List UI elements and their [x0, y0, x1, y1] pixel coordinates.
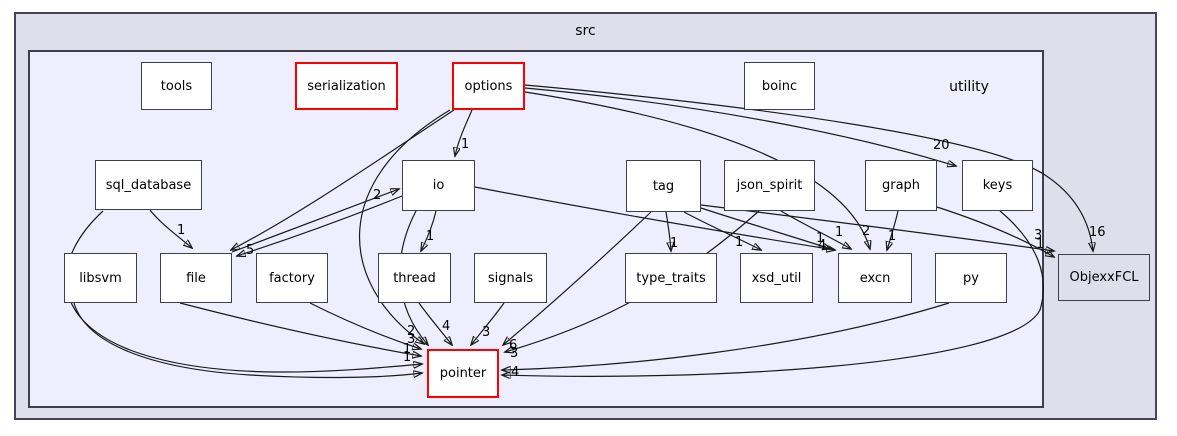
edge-count-io-thread: 1 [426, 229, 435, 244]
node-keys-label: keys [982, 178, 1013, 193]
node-thread-label: thread [393, 270, 436, 286]
edge-count-tag-xsd-util: 1 [735, 235, 744, 250]
node-tag[interactable]: tag [626, 160, 701, 212]
node-thread[interactable]: thread [378, 253, 451, 303]
node-tag-label: tag [652, 178, 675, 194]
edge-count-libsvm-pointer: 1 [403, 350, 412, 365]
node-sql-database[interactable]: sql_database [95, 160, 202, 210]
node-boinc[interactable]: boinc [744, 62, 815, 110]
node-signals[interactable]: signals [474, 253, 547, 303]
edge-count-sql-database-file: 1 [177, 223, 186, 238]
node-objexxfcl[interactable]: ObjexxFCL [1058, 254, 1150, 301]
node-libsvm[interactable]: libsvm [64, 253, 137, 303]
node-excn[interactable]: excn [838, 253, 912, 303]
node-tools-label: tools [160, 78, 193, 94]
edge-count-options-excn: 2 [862, 224, 871, 239]
node-file[interactable]: file [160, 253, 232, 303]
edge-count-file-io: 2 [373, 188, 382, 203]
node-pointer-label: pointer [439, 366, 487, 381]
node-py[interactable]: py [935, 253, 1007, 303]
cluster-src-label: src [575, 23, 596, 39]
node-pointer[interactable]: pointer [427, 349, 499, 398]
node-options[interactable]: options [452, 62, 525, 110]
node-py-label: py [963, 270, 979, 286]
edge-count-thread-pointer: 4 [442, 319, 451, 334]
node-xsd-util[interactable]: xsd_util [740, 253, 813, 303]
edge-count-options-objexxfcl: 16 [1089, 225, 1106, 240]
node-excn-label: excn [859, 270, 891, 286]
node-serialization-label: serialization [307, 78, 386, 94]
node-type-traits[interactable]: type_traits [625, 253, 717, 303]
edge-count-options-keys: 20 [933, 138, 950, 153]
node-factory[interactable]: factory [256, 253, 328, 303]
node-io-label: io [432, 178, 445, 193]
edge-count-json-spirit-pointer: 3 [510, 346, 519, 361]
node-serialization[interactable]: serialization [295, 62, 398, 110]
cluster-utility-label: utility [949, 79, 989, 95]
node-options-label: options [464, 78, 513, 94]
node-tools[interactable]: tools [141, 62, 212, 110]
edge-count-io-excn: 4 [818, 238, 827, 253]
edge-count-io-file: 5 [246, 243, 255, 258]
edge-count-graph-excn: 1 [888, 229, 897, 244]
node-file-label: file [186, 270, 206, 286]
node-graph-label: graph [881, 178, 921, 193]
edge-count-signals-pointer: 3 [482, 325, 491, 340]
node-boinc-label: boinc [761, 78, 798, 94]
node-sql-database-label: sql_database [105, 177, 192, 193]
edge-count-json-spirit-excn: 1 [835, 225, 844, 240]
node-signals-label: signals [487, 270, 534, 286]
node-graph[interactable]: graph [865, 160, 937, 211]
node-factory-label: factory [269, 270, 315, 286]
node-objexxfcl-label: ObjexxFCL [1069, 270, 1139, 285]
node-libsvm-label: libsvm [79, 270, 122, 286]
node-type-traits-label: type_traits [636, 270, 706, 286]
node-io[interactable]: io [402, 160, 475, 211]
node-xsd-util-label: xsd_util [751, 270, 802, 286]
edge-count-py-pointer: 4 [511, 365, 520, 380]
node-json-spirit[interactable]: json_spirit [724, 160, 815, 211]
edge-count-tag-type-traits: 1 [670, 236, 679, 251]
node-json-spirit-label: json_spirit [736, 178, 803, 193]
edge-count-graph-objexxfcl: 1 [1036, 237, 1045, 252]
edge-count-options-io: 1 [461, 137, 470, 152]
node-keys[interactable]: keys [962, 160, 1033, 211]
